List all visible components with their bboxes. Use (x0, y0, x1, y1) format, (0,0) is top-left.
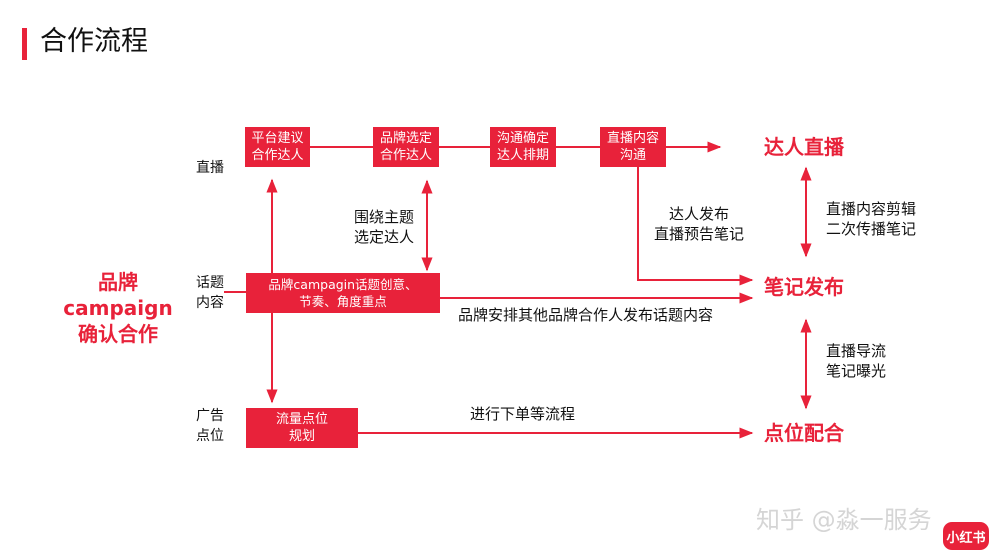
note-edit-line1: 直播内容剪辑 (826, 200, 917, 218)
note-guide-exposure: 直播导流 笔记曝光 (826, 341, 886, 381)
watermark: 知乎 @淼一服务 (756, 506, 932, 534)
note-guide-line2: 笔记曝光 (826, 362, 887, 380)
left-label-line1: 品牌campaign (63, 270, 173, 320)
note-kol-line2: 直播预告笔记 (653, 225, 744, 243)
box-brand-select: 品牌选定合作达人 (373, 127, 439, 167)
box-traffic-line2: 规划 (288, 429, 315, 444)
note-edit-line2: 二次传播笔记 (826, 220, 917, 238)
box-live-content-line1: 直播内容 (606, 131, 659, 146)
note-brand-arrange: 品牌安排其他品牌合作人发布话题内容 (458, 306, 714, 324)
box-confirm-line2: 达人排期 (496, 148, 549, 163)
box-confirm-schedule: 沟通确定达人排期 (490, 127, 556, 167)
row-label-ad-2: 点位 (196, 428, 224, 444)
box-campaign-line1: 品牌campagin话题创意、 (268, 277, 418, 292)
page-title: 合作流程 (40, 26, 148, 57)
row-label-topic-1: 话题 (196, 275, 224, 291)
xiaohongshu-logo: 小红书 (943, 522, 989, 550)
note-guide-line1: 直播导流 (826, 342, 887, 360)
box-live-content: 直播内容沟通 (600, 127, 666, 167)
row-label-topic: 话题 内容 (196, 273, 224, 313)
title-accent-bar (22, 28, 27, 60)
left-campaign-label: 品牌campaign 确认合作 (44, 269, 192, 347)
box-campaign-line2: 节奏、角度重点 (299, 294, 387, 309)
note-kol-line1: 达人发布 (668, 205, 729, 223)
note-theme-line1: 围绕主题 (353, 208, 414, 226)
note-theme-line2: 选定达人 (353, 228, 414, 246)
left-label-line2: 确认合作 (78, 322, 158, 346)
note-kol-publish: 达人发布 直播预告笔记 (644, 204, 754, 244)
box-live-content-line2: 沟通 (619, 148, 646, 163)
row-label-ad: 广告 点位 (196, 406, 224, 446)
outcome-slot-cooperate: 点位配合 (764, 421, 844, 445)
box-brand-select-line2: 合作达人 (379, 148, 432, 163)
box-traffic-line1: 流量点位 (275, 412, 328, 427)
box-brand-select-line1: 品牌选定 (379, 131, 432, 146)
box-platform-line1: 平台建议 (251, 131, 304, 146)
note-order-process: 进行下单等流程 (470, 405, 576, 423)
arrow-live-to-note (637, 167, 754, 286)
box-platform-line2: 合作达人 (251, 148, 304, 163)
box-confirm-line1: 沟通确定 (496, 131, 549, 146)
box-traffic-plan: 流量点位规划 (246, 408, 358, 448)
note-edit-spread: 直播内容剪辑 二次传播笔记 (826, 199, 916, 239)
box-campaign-topic: 品牌campagin话题创意、节奏、角度重点 (246, 273, 440, 313)
row-label-topic-2: 内容 (196, 295, 224, 311)
row-label-live: 直播 (196, 160, 224, 176)
row-label-ad-1: 广告 (196, 408, 224, 424)
box-platform-suggest: 平台建议合作达人 (245, 127, 310, 167)
outcome-kol-live: 达人直播 (764, 135, 844, 159)
outcome-note-publish: 笔记发布 (764, 275, 844, 299)
note-theme-select: 围绕主题 选定达人 (344, 207, 424, 247)
